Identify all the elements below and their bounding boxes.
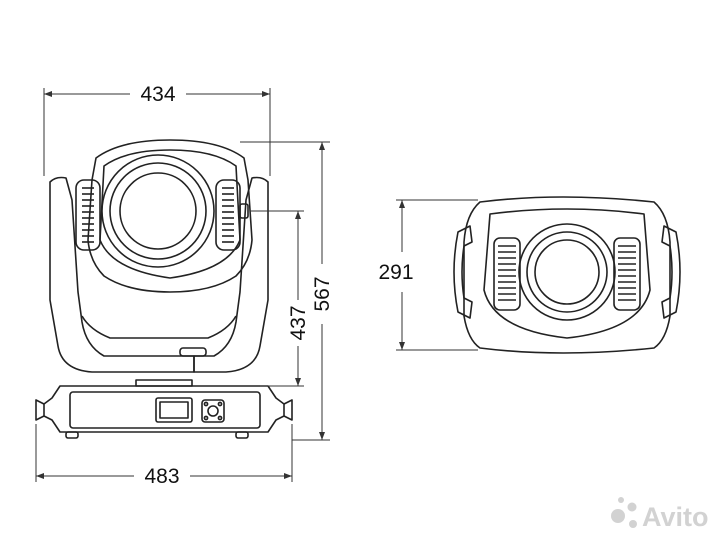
left-yoke-arm — [49, 176, 195, 373]
watermark-text: Avito — [642, 502, 709, 532]
top-left-handle — [453, 225, 473, 319]
top-lens — [518, 223, 616, 321]
yoke-label-plate — [179, 347, 207, 357]
top-housing — [463, 196, 671, 354]
dimension-line-434 — [43, 88, 271, 176]
watermark-logo-icon — [611, 497, 637, 528]
top-right-handle — [661, 225, 681, 319]
dimension-line-483 — [35, 424, 293, 482]
left-vent — [75, 179, 101, 251]
top-left-vent — [493, 237, 521, 311]
control-buttons — [201, 399, 225, 423]
watermark: Avito — [611, 497, 709, 532]
right-vent — [215, 179, 241, 251]
front-lens — [101, 154, 215, 268]
head-housing — [87, 139, 253, 293]
dimension-label-total-height: 567 — [311, 276, 334, 311]
dimension-label-head-height: 437 — [287, 305, 310, 340]
base-foot-left — [65, 431, 79, 439]
base-foot-right — [235, 431, 249, 439]
tilt-lock — [239, 203, 249, 219]
dimension-line-291 — [396, 199, 478, 351]
front-view — [35, 139, 293, 439]
dimension-line-567 — [240, 141, 330, 441]
dimension-line-437 — [250, 210, 304, 387]
yoke-inner — [81, 315, 237, 339]
top-right-vent — [613, 237, 641, 311]
display-screen — [155, 397, 193, 423]
dimension-label-head-width: 434 — [140, 83, 175, 106]
base — [35, 379, 293, 439]
dimension-label-base-width: 483 — [144, 465, 179, 488]
right-yoke-arm — [193, 176, 269, 373]
dimension-label-top-depth: 291 — [378, 261, 413, 284]
top-view — [453, 196, 681, 354]
